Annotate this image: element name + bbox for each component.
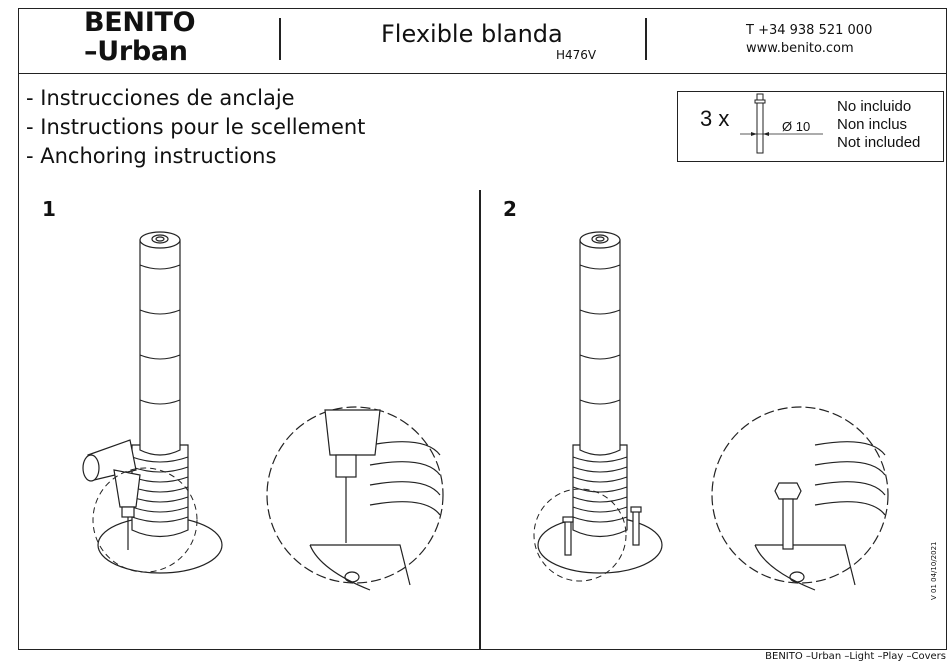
diameter-label: Ø 10 [782, 119, 811, 134]
not-included-label: No incluido Non inclus Not included [837, 98, 921, 151]
step-number: 2 [503, 197, 517, 221]
anchor-bolt-icon [740, 93, 823, 154]
header: BENITO –Urban Flexible blanda H476V T +3… [18, 8, 947, 74]
step-2-illustration [533, 231, 889, 591]
brand-logo: BENITO –Urban [84, 7, 196, 67]
phone-number: T +34 938 521 000 [746, 23, 873, 38]
footer-brands: BENITO –Urban –Light –Play –Covers [765, 651, 946, 662]
brand-line-1: BENITO [84, 7, 196, 38]
step-1-illustration [82, 231, 444, 591]
website: www.benito.com [746, 41, 854, 56]
page-frame [18, 8, 947, 650]
instruction-es: - Instrucciones de anclaje [26, 86, 295, 110]
step-divider [479, 190, 481, 650]
header-separator [645, 18, 647, 60]
contact-info: T +34 938 521 000 www.benito.com [746, 22, 872, 58]
product-code: H476V [556, 48, 597, 62]
step-number: 1 [42, 197, 56, 221]
header-separator [279, 18, 281, 60]
brand-line-2: –Urban [84, 36, 188, 67]
product-name: Flexible blanda [381, 20, 563, 48]
instructions-list: - Instrucciones de anclaje - Instruction… [26, 84, 365, 171]
version-label: V 01 04/10/2021 [930, 541, 938, 601]
parts-quantity: 3 x [700, 106, 730, 131]
instruction-fr: - Instructions pour le scellement [26, 115, 366, 139]
instruction-en: - Anchoring instructions [26, 144, 277, 168]
parts-box: 3 x Ø 10 No incluido Non inclus Not incl… [677, 91, 944, 162]
